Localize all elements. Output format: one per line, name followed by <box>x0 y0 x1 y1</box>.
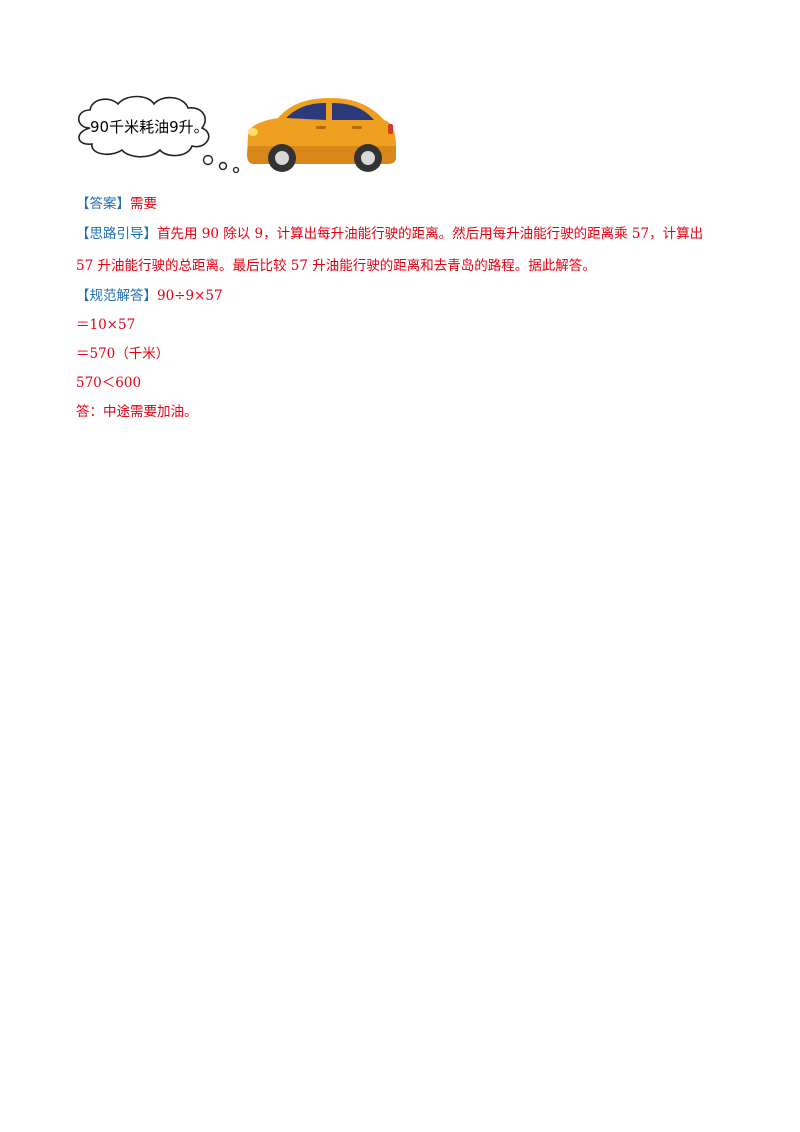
car-icon <box>247 98 396 172</box>
solution-line-1: 【规范解答】90÷9×57 <box>76 284 223 304</box>
solution-step-4: 570＜600 <box>76 375 142 391</box>
thought-bubble-icon <box>77 95 240 174</box>
solution-step-1: 90÷9×57 <box>157 288 223 304</box>
answer-text: 需要 <box>130 196 157 212</box>
hint-line-1: 【思路引导】首先用 90 除以 9，计算出每升油能行驶的距离。然后用每升油能行驶… <box>76 222 703 242</box>
car-illustration <box>77 95 396 174</box>
hint-text-1: 首先用 90 除以 9，计算出每升油能行驶的距离。然后用每升油能行驶的距离乘 5… <box>157 226 704 242</box>
answer-line: 【答案】需要 <box>76 192 157 212</box>
bubble-text: 90千米耗油9升。 <box>90 118 209 136</box>
solution-conclusion: 答：中途需要加油。 <box>76 404 198 420</box>
solution-step-2: ＝10×57 <box>76 317 136 333</box>
hint-tag: 【思路引导】 <box>76 226 157 242</box>
hint-line-2: 57 升油能行驶的总距离。最后比较 57 升油能行驶的距离和去青岛的路程。据此解… <box>76 258 596 274</box>
answer-tag: 【答案】 <box>76 196 130 212</box>
solution-step-3: ＝570（千米） <box>76 346 170 362</box>
solution-tag: 【规范解答】 <box>76 288 157 304</box>
